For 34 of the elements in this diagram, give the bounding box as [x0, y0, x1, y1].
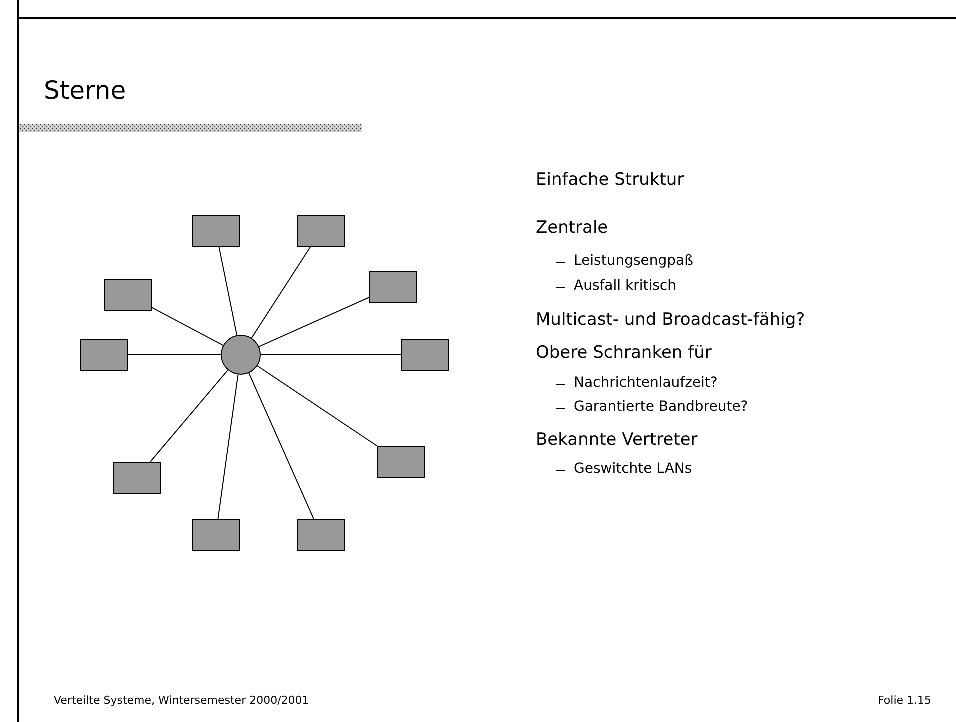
station-box — [297, 519, 345, 551]
sub-bullet-text: Nachrichtenlaufzeit? — [574, 375, 718, 392]
sub-bullet-text: Ausfall kritisch — [574, 278, 676, 295]
sub-bullet-text: Geswitchte LANs — [574, 461, 692, 478]
connector-line — [128, 354, 222, 356]
connector-line — [257, 366, 378, 446]
connector-line — [251, 246, 312, 339]
footer-text: Folie 1.15 — [878, 694, 932, 708]
bullet-text: Bekannte Vertreter — [536, 430, 698, 450]
station-box — [377, 446, 425, 478]
connector-line — [218, 374, 239, 520]
station-box — [401, 339, 449, 371]
sub-bullet-text: Garantierte Bandbreute? — [574, 399, 748, 416]
station-box — [192, 519, 240, 551]
station-box — [297, 215, 345, 247]
connector-line — [258, 297, 370, 348]
footer-text: Verteilte Systeme, Wintersemester 2000/2001 — [54, 694, 310, 708]
hub-circle — [221, 335, 261, 375]
connector-line — [152, 307, 224, 346]
bullet-text: Multicast- und Broadcast-fähig? — [536, 310, 806, 330]
connector-line — [150, 370, 229, 462]
bullet-text: Obere Schranken für — [536, 343, 712, 364]
station-box — [113, 462, 161, 494]
station-box — [369, 271, 417, 303]
station-box — [104, 279, 152, 311]
station-box — [80, 339, 128, 371]
connector-line — [248, 372, 314, 520]
connector-line — [218, 246, 238, 336]
slide-title: Sterne — [44, 76, 126, 106]
bullet-text: Zentrale — [536, 218, 608, 238]
station-box — [192, 215, 240, 247]
connector-line — [260, 354, 402, 356]
bullet-text: Einfache Struktur — [536, 170, 684, 190]
sub-bullet-text: Leistungsengpaß — [574, 253, 694, 270]
